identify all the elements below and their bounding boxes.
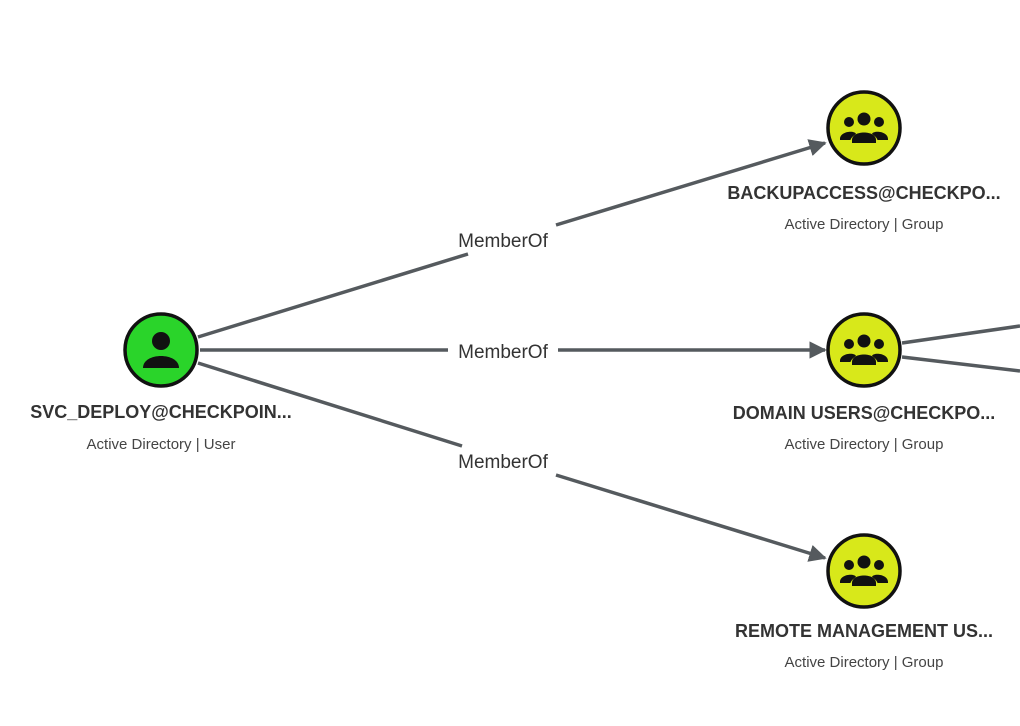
node-subtitle-remote-management: Active Directory | Group <box>785 654 944 671</box>
node-name-remote-management: REMOTE MANAGEMENT US... <box>735 621 993 641</box>
node-name-svc-deploy: SVC_DEPLOY@CHECKPOIN... <box>30 402 292 422</box>
node-subtitle-backupaccess: Active Directory | Group <box>785 216 944 233</box>
node-domain-users[interactable]: DOMAIN USERS@CHECKPO... Active Directory… <box>733 312 996 453</box>
group-node-circle[interactable] <box>826 312 902 388</box>
node-remote-management[interactable]: REMOTE MANAGEMENT US... Active Directory… <box>735 533 993 671</box>
node-svc-deploy[interactable]: SVC_DEPLOY@CHECKPOIN... Active Directory… <box>30 312 292 453</box>
edge-label-memberof-1: MemberOf <box>458 231 548 252</box>
group-node-circle[interactable] <box>826 90 902 166</box>
node-backupaccess[interactable]: BACKUPACCESS@CHECKPO... Active Directory… <box>727 90 1001 233</box>
group-node-circle[interactable] <box>826 533 902 609</box>
edge-offscreen-2[interactable] <box>901 355 1020 373</box>
edge-memberof-remote-management[interactable]: MemberOf <box>197 361 827 562</box>
edge-offscreen-1[interactable] <box>901 324 1020 345</box>
edge-memberof-backupaccess[interactable]: MemberOf <box>197 139 827 339</box>
node-subtitle-domain-users: Active Directory | Group <box>785 436 944 453</box>
node-subtitle-svc-deploy: Active Directory | User <box>87 436 236 453</box>
node-name-backupaccess: BACKUPACCESS@CHECKPO... <box>727 183 1000 203</box>
edge-memberof-domain-users[interactable]: MemberOf <box>200 341 827 363</box>
edge-label-memberof-3: MemberOf <box>458 452 548 473</box>
node-name-domain-users: DOMAIN USERS@CHECKPO... <box>733 403 996 423</box>
edge-label-memberof-2: MemberOf <box>458 342 548 363</box>
